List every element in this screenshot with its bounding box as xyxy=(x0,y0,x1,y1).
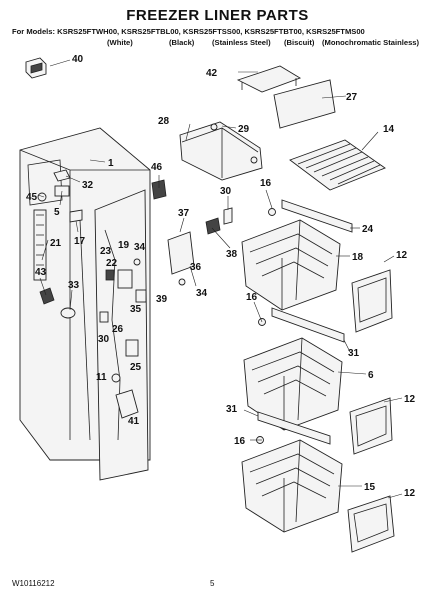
part-42-bracket xyxy=(236,65,302,93)
callout-31-lower: 31 xyxy=(226,404,238,415)
callout-30-lower: 30 xyxy=(98,334,110,345)
callout-41: 41 xyxy=(128,416,140,427)
part-46-block xyxy=(151,179,167,200)
callout-40: 40 xyxy=(72,54,84,65)
callout-21: 21 xyxy=(50,238,62,249)
callout-29: 29 xyxy=(238,124,250,135)
part-19-control xyxy=(117,269,133,289)
variant-white: (White) xyxy=(107,38,133,47)
callout-31-upper: 31 xyxy=(348,348,360,359)
callout-12-middle: 12 xyxy=(404,394,416,405)
part-38-clip xyxy=(205,217,221,235)
part-29-screw xyxy=(210,123,258,164)
callout-38: 38 xyxy=(226,249,238,260)
page-title: FREEZER LINER PARTS xyxy=(126,7,309,24)
callout-19: 19 xyxy=(118,240,130,251)
callout-28: 28 xyxy=(158,116,170,127)
callout-25: 25 xyxy=(130,362,142,373)
variant-biscuit: (Biscuit) xyxy=(284,38,315,47)
callout-5: 5 xyxy=(54,207,60,218)
models-line: For Models: KSRS25FTWH00, KSRS25FTBL00, … xyxy=(12,27,365,36)
part-22-switch xyxy=(105,269,115,281)
callout-30: 30 xyxy=(220,186,232,197)
callout-39: 39 xyxy=(156,294,168,305)
callout-16-bottom: 16 xyxy=(234,436,246,447)
callout-34-right: 34 xyxy=(196,288,208,299)
callout-15: 15 xyxy=(364,482,376,493)
leader-lines xyxy=(37,59,403,499)
part-14-shelf xyxy=(289,139,386,191)
callout-17: 17 xyxy=(74,236,86,247)
callout-16-top: 16 xyxy=(260,178,272,189)
part-16-screw-top xyxy=(268,208,276,216)
part-37-bracket xyxy=(167,231,195,275)
part-35-holder xyxy=(135,289,147,303)
callout-6: 6 xyxy=(368,370,374,381)
callout-32: 32 xyxy=(82,180,94,191)
part-17-holder xyxy=(69,209,83,223)
callout-1: 1 xyxy=(108,158,114,169)
part-27-panel xyxy=(273,79,336,129)
part-30-screw xyxy=(223,207,233,225)
part-12-trim-bottom xyxy=(347,495,395,553)
part-45-fastener xyxy=(37,192,47,202)
part-40-clip xyxy=(25,57,47,79)
part-11-bulb xyxy=(111,373,121,383)
part-31-rail-upper xyxy=(271,307,345,343)
callout-12-top: 12 xyxy=(396,250,408,261)
part-41-light-housing xyxy=(115,389,139,419)
callout-18: 18 xyxy=(352,252,364,263)
callout-23: 23 xyxy=(100,246,112,257)
callout-36: 36 xyxy=(190,262,202,273)
part-25-damper xyxy=(125,339,139,357)
callout-14: 14 xyxy=(383,124,395,135)
part-31-rail-lower xyxy=(257,411,331,445)
callout-45: 45 xyxy=(26,192,38,203)
part-12-trim-top xyxy=(351,269,393,333)
variant-monochromatic: (Monochromatic Stainless) xyxy=(322,38,420,47)
variant-black: (Black) xyxy=(169,38,195,47)
callout-12-bottom: 12 xyxy=(404,488,416,499)
part-18-basket xyxy=(241,219,341,311)
callout-16-middle: 16 xyxy=(246,292,258,303)
part-33-sensor xyxy=(60,307,76,319)
callout-42: 42 xyxy=(206,68,218,79)
callout-22: 22 xyxy=(106,258,118,269)
callout-24: 24 xyxy=(362,224,374,235)
part-15-basket xyxy=(241,439,343,533)
part-6-basket xyxy=(243,337,343,431)
callout-33: 33 xyxy=(68,280,80,291)
callout-labels: 40 1 32 45 5 17 21 43 33 46 28 29 42 27 … xyxy=(26,54,416,499)
part-34-screw xyxy=(133,258,186,286)
callout-43: 43 xyxy=(35,267,47,278)
page-number: 5 xyxy=(210,579,215,588)
variant-stainless: (Stainless Steel) xyxy=(212,38,271,47)
callout-46: 46 xyxy=(151,162,163,173)
part-12-trim-middle xyxy=(349,397,393,455)
document-number: W10116212 xyxy=(12,579,55,588)
part-28-housing xyxy=(179,121,263,181)
part-24-rail xyxy=(281,199,353,233)
callout-27: 27 xyxy=(346,92,358,103)
callout-34-top: 34 xyxy=(134,242,146,253)
callout-26: 26 xyxy=(112,324,124,335)
part-26-wire-clip xyxy=(99,311,109,323)
callout-11: 11 xyxy=(96,372,107,383)
callout-35: 35 xyxy=(130,304,142,315)
part-43-thermistor xyxy=(39,287,55,305)
callout-37: 37 xyxy=(178,208,190,219)
